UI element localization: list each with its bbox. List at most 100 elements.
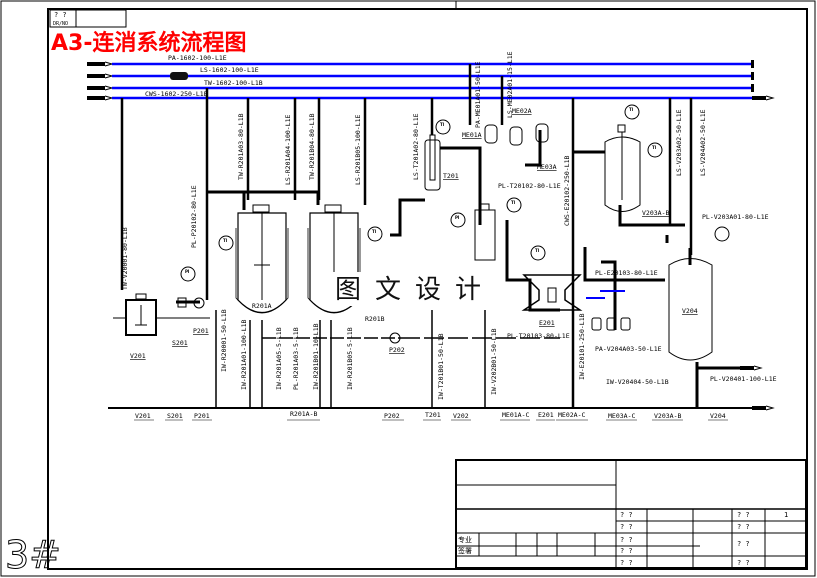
bottom-line-terminator	[752, 406, 766, 410]
equipment-tag: ME03A-C	[608, 412, 635, 420]
line-label: PL-V20401-100-L1E	[710, 375, 777, 383]
svg-text:TI: TI	[629, 107, 634, 112]
tag-v204: V204	[682, 307, 698, 315]
drain-pipes	[215, 310, 560, 408]
equipment-tag: V201	[135, 412, 151, 420]
e201-evaporator: E201	[521, 274, 583, 327]
line-label: PA-V204A03-50-L1E	[595, 345, 662, 353]
tag-r201a: R201A	[252, 302, 272, 310]
instrument-ti: TI	[530, 245, 546, 261]
t201-column: T201	[424, 134, 459, 191]
condenser	[474, 203, 496, 261]
line-label: LS-ME02A01-15-L1E	[506, 51, 514, 118]
line-label: TW-R201B04-80-L1B	[308, 113, 316, 180]
equipment-tag: V203A-B	[654, 412, 681, 420]
equipment-list: V201 S201 P201 R201A-B P202 T201 V202 ME…	[134, 410, 728, 421]
header-label-ls: LS-1602-100-L1E	[200, 66, 259, 74]
vertical-pipes	[120, 64, 693, 408]
header-tw: TW-1602-100-L1B	[87, 79, 754, 92]
line-label: LS-R201B05-100-L1E	[354, 114, 362, 185]
instruments: PI TI TI TI PI TI TI TI TI	[180, 104, 730, 282]
header-ls: LS-1602-100-L1E	[87, 66, 754, 80]
line-label: LS-V204A02-50-L1E	[699, 109, 707, 176]
v201-tank: V201 S201 P201	[113, 293, 210, 360]
line-label: TW-V20001-80-L1B	[121, 227, 129, 290]
svg-text:PI: PI	[455, 215, 460, 220]
tag-me02a: ME02A	[512, 107, 532, 115]
svg-text:TI: TI	[652, 145, 657, 150]
watermark-bg	[325, 272, 487, 306]
tag-p201: P201	[193, 327, 209, 335]
title-block	[455, 459, 807, 569]
line-label: PL-E20103-80-L1E	[595, 269, 658, 277]
equipment-tag: V202	[453, 412, 469, 420]
svg-text:TI: TI	[372, 229, 377, 234]
tag-s201: S201	[172, 339, 188, 347]
line-label: TW-R201A03-80-L1B	[237, 113, 245, 180]
line-label: LS-T201A02-80-L1E	[412, 113, 420, 180]
svg-text:TI: TI	[535, 248, 540, 253]
tb-cell: ? ?	[620, 547, 633, 555]
tb-cell: ? ?	[620, 536, 633, 544]
header-pa: PA-1602-100-L1E	[87, 54, 754, 68]
line-label: IW-T201B01-50-L1B	[437, 333, 445, 400]
line-label: PL-P20102-80-L1E	[190, 185, 198, 248]
header-label-pa: PA-1602-100-L1E	[168, 54, 227, 62]
header-label-cws: CWS-1602-250-L1B	[145, 90, 208, 98]
instrument-ti: TI	[435, 119, 451, 135]
tb-cell: ? ?	[620, 559, 633, 567]
equipment-tag: R201A-B	[290, 410, 317, 418]
instrument-ti: PI	[180, 266, 196, 282]
equipment-tag: P201	[194, 412, 210, 420]
equipment-tag: S201	[167, 412, 183, 420]
instrument-ti: TI	[367, 226, 383, 242]
line-label: IW-R201A01-100-L1B	[240, 319, 248, 390]
line-label: IW-R20001-50-L1B	[220, 309, 228, 372]
p202-pump: P202	[389, 332, 405, 354]
line-label: LS-R201A04-100-L1E	[284, 114, 292, 185]
tag-me03a: ME03A	[537, 163, 557, 171]
equipment-tag: V204	[710, 412, 726, 420]
equipment-tag: ME02A-C	[558, 411, 585, 419]
instrument-pi	[714, 226, 730, 242]
handwritten-mark: 3#	[5, 533, 61, 577]
corner-box-line2: DR/NO	[53, 21, 68, 27]
tag-v203: V203A-B	[642, 209, 669, 217]
tb-cell: ? ?	[620, 523, 633, 531]
instrument-pi: PI	[450, 212, 466, 228]
tb-cell: ? ?	[620, 511, 633, 519]
line-label: IW-R201A05-5-L1B	[275, 327, 283, 390]
tag-t201: T201	[443, 172, 459, 180]
equipment-tag: E201	[538, 411, 554, 419]
header-label-tw: TW-1602-100-L1B	[204, 79, 263, 87]
line-label: PA-ME01A01-50-L1E	[474, 61, 482, 128]
line-label: IW-V20404-50-L1B	[606, 378, 669, 386]
instrument-ti: TI	[647, 142, 663, 158]
line-label: PL-R201A03-5-L1B	[292, 327, 300, 390]
tag-e201: E201	[539, 319, 555, 327]
tb-cell: ? ?	[737, 559, 750, 567]
line-label: IW-R201B01-10-L1B	[312, 323, 320, 390]
line-label: IW-R201B05-5-L1B	[346, 327, 354, 390]
line-label: IW-V202B01-50-L1B	[490, 328, 498, 395]
equipment-tag: ME01A-C	[502, 411, 529, 419]
svg-text:TI: TI	[511, 200, 516, 205]
tb-cell: ? ?	[737, 540, 750, 548]
svg-text:PI: PI	[185, 269, 190, 274]
tag-v201: V201	[130, 352, 146, 360]
tag-p202: P202	[389, 346, 405, 354]
tag-me01a: ME01A	[462, 131, 482, 139]
watermark: 图文设计	[335, 275, 495, 305]
equipment-tag: P202	[384, 412, 400, 420]
title-block-text: 专业 签署 ? ? ? ? ? ? ? ? ? ? ? ? ? ? ? ? ? …	[458, 511, 788, 567]
corner-box-line1: ? ?	[54, 11, 67, 19]
tb-cell: ? ?	[737, 511, 750, 519]
bottom-line-arrow	[765, 405, 775, 411]
line-label: PL-T20103-80-L1E	[507, 332, 570, 340]
tb-sheet-number: 1	[784, 511, 788, 519]
line-label: LS-V203A02-50-L1E	[675, 109, 683, 176]
equipment-tag: T201	[425, 411, 441, 419]
line-label: PL-T20102-80-L1E	[498, 182, 561, 190]
tb-label-major: 专业	[458, 535, 472, 544]
